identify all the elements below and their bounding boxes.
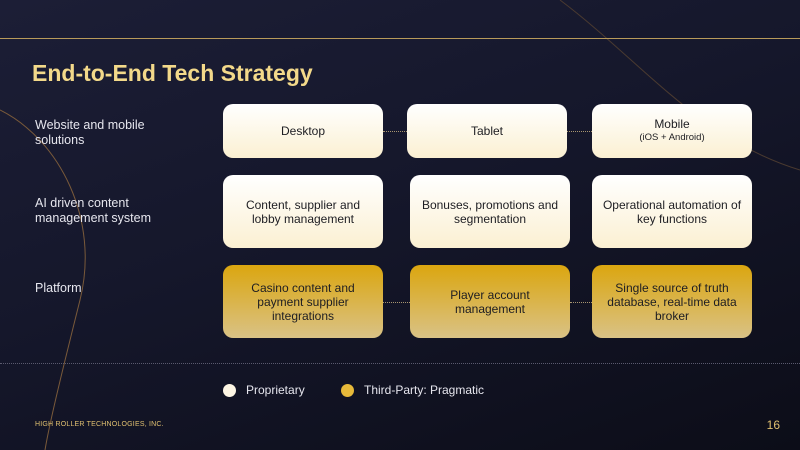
connector [567,131,592,132]
box-tablet: Tablet [407,104,567,158]
row-label-platform: Platform [35,281,82,295]
legend-label: Third-Party: Pragmatic [364,383,485,397]
box-text: Content, supplier and lobby management [245,197,361,226]
box-text: Bonuses, promotions and segmentation [421,197,559,226]
box-subtext: (iOS + Android) [639,132,705,143]
box-text: Single source of truth database, real-ti… [607,280,737,323]
box-data-broker: Single source of truth database, real-ti… [592,265,752,338]
box-integrations: Casino content and payment supplier inte… [223,265,383,338]
box-desktop: Desktop [223,104,383,158]
section-divider [0,363,800,364]
slide-title: End-to-End Tech Strategy [32,60,313,86]
box-text: Desktop [280,124,326,138]
box-automation: Operational automation of key functions [592,175,752,248]
row-label-website: Website and mobile solutions [35,118,145,147]
connector [383,131,407,132]
box-content-lobby: Content, supplier and lobby management [223,175,383,248]
box-text: Mobile [654,117,690,131]
legend-proprietary: Proprietary [223,383,305,397]
top-divider [0,38,800,39]
page-number: 16 [766,418,780,432]
footer-company: HIGH ROLLER TECHNOLOGIES, INC. [35,421,164,428]
connector [570,302,592,303]
legend-label: Proprietary [246,383,305,397]
box-bonuses: Bonuses, promotions and segmentation [410,175,570,248]
box-text: Player account management [450,287,530,316]
box-text: Casino content and payment supplier inte… [251,280,355,323]
legend-third-party: Third-Party: Pragmatic [341,383,484,397]
box-player-account: Player account management [410,265,570,338]
box-text: Operational automation of key functions [602,197,742,226]
decorative-arc [0,109,86,450]
row-label-cms: AI driven content management system [35,196,152,225]
legend-dot-icon [341,383,354,397]
box-mobile: Mobile(iOS + Android) [592,104,752,158]
decorative-arc [559,0,800,171]
connector [383,302,410,303]
legend-dot-icon [223,383,236,397]
box-text: Tablet [470,124,504,138]
